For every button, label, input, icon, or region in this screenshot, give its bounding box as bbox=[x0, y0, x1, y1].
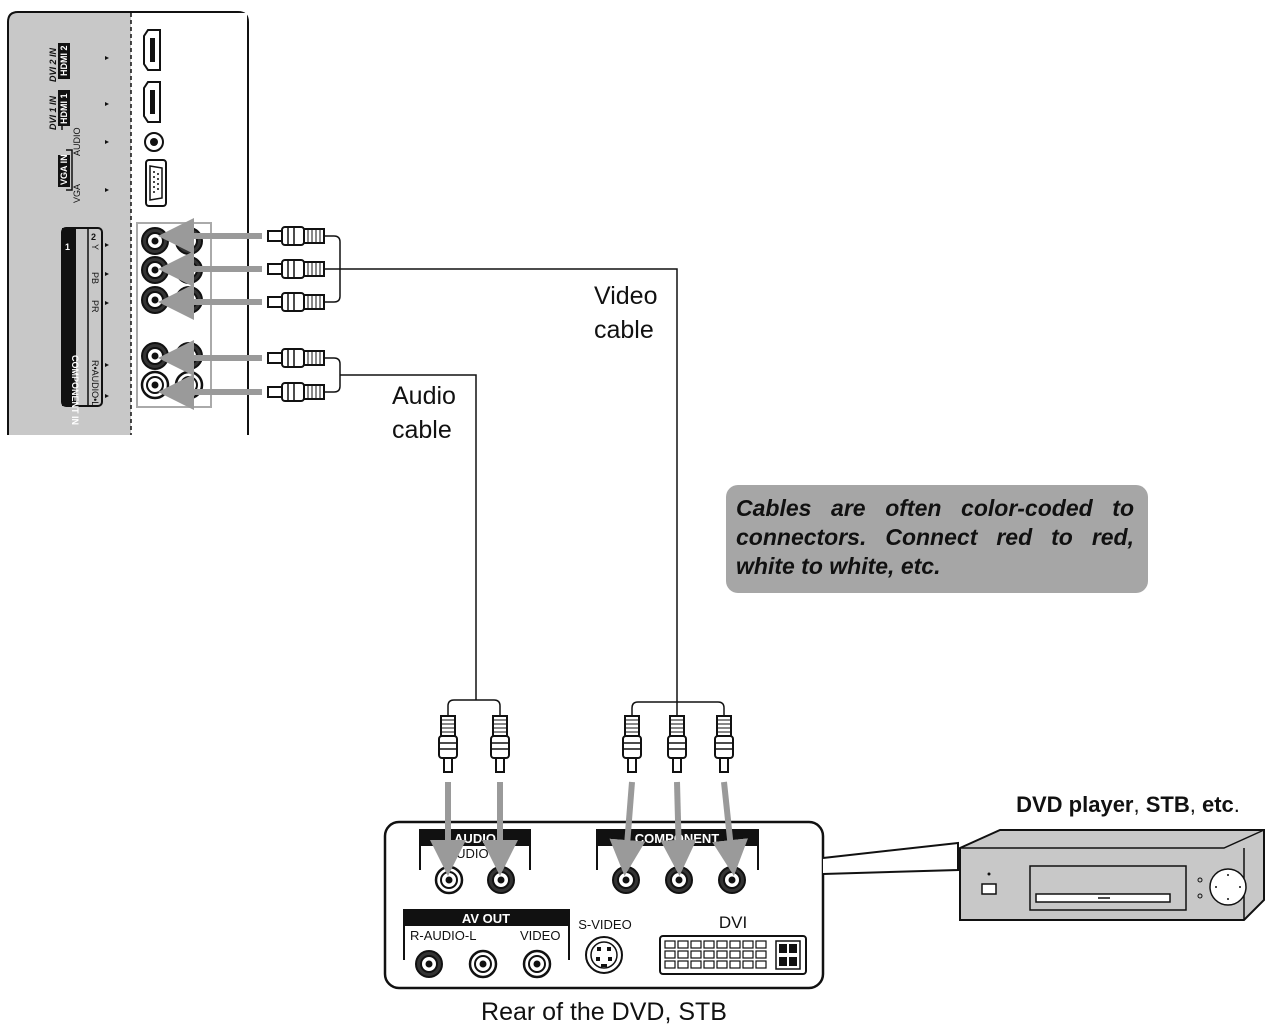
av-out-title: AV OUT bbox=[462, 911, 510, 926]
dvi-pin bbox=[755, 950, 767, 959]
color-coding-note: Cables are often color-coded to connecto… bbox=[726, 485, 1148, 593]
dvi-pin bbox=[677, 950, 689, 959]
dvi2-label: DVI 2 IN bbox=[48, 47, 58, 82]
vga-in-label-box bbox=[58, 155, 70, 187]
hdmi2-label-box bbox=[58, 43, 70, 79]
vga-port bbox=[145, 159, 167, 207]
dvi-pin bbox=[755, 940, 767, 949]
pr-label: PR bbox=[90, 300, 100, 313]
dvi-pin bbox=[677, 940, 689, 949]
dvi-pin bbox=[716, 940, 728, 949]
note-text: Cables are often color-coded to connecto… bbox=[736, 495, 1134, 579]
audio-cable-label-1: Audio bbox=[392, 382, 456, 410]
hdmi1-port bbox=[143, 81, 161, 123]
dvi-pin bbox=[729, 960, 741, 969]
dvi-pin bbox=[716, 960, 728, 969]
r-audio-l-label: R•AUDIO•L bbox=[90, 360, 100, 406]
dvi-pin bbox=[664, 940, 676, 949]
dvi-pin bbox=[755, 960, 767, 969]
rear-panel-caption: Rear of the DVD, STB bbox=[481, 998, 727, 1026]
tv-rear-panel: HDMI 2 DVI 2 IN HDMI 1 DVI 1 IN AUDIO VG… bbox=[7, 11, 249, 435]
vga-label: VGA bbox=[72, 184, 82, 203]
y-label: Y bbox=[90, 244, 100, 250]
dvi-pin bbox=[742, 950, 754, 959]
dvi-pin bbox=[742, 940, 754, 949]
av-out-video: VIDEO bbox=[520, 928, 560, 943]
audio-label: AUDIO bbox=[72, 127, 82, 156]
component-col-1: 1 bbox=[65, 242, 70, 252]
callout-wedge bbox=[822, 841, 959, 875]
dvi-pin bbox=[677, 960, 689, 969]
dvi-label: DVI bbox=[719, 913, 747, 932]
dvi-pin bbox=[690, 960, 702, 969]
hdmi2-label: HDMI 2 bbox=[59, 45, 69, 76]
component-in-label: COMPONENT IN bbox=[70, 355, 80, 425]
audio-block-sub: AUDIO bbox=[447, 846, 488, 861]
device-insert-arrows bbox=[430, 781, 749, 876]
dvi-pin bbox=[690, 940, 702, 949]
dvi-pin bbox=[703, 940, 715, 949]
dvi-pin bbox=[690, 950, 702, 959]
audio-jack-icon bbox=[144, 132, 164, 152]
audio-block-title: AUDIO bbox=[454, 831, 496, 846]
tv-insert-arrows bbox=[158, 218, 262, 410]
hdmi1-label-box bbox=[58, 90, 70, 126]
s-video-label: S-VIDEO bbox=[578, 917, 631, 932]
dvd-player-illustration bbox=[959, 829, 1265, 921]
dvi-pin bbox=[742, 960, 754, 969]
device-side-plugs bbox=[438, 715, 734, 773]
tv-side-plugs bbox=[267, 226, 325, 402]
dvi-pin bbox=[664, 950, 676, 959]
dvi-pins bbox=[664, 940, 767, 969]
dvi-pin bbox=[703, 950, 715, 959]
device-label: DVD player, STB, etc. bbox=[1016, 792, 1240, 817]
dvi-pin bbox=[729, 950, 741, 959]
cable-wires bbox=[324, 235, 725, 718]
vga-in-label: VGA IN bbox=[59, 154, 69, 185]
audio-cable-label-2: cable bbox=[392, 416, 452, 444]
pb-label: PB bbox=[90, 272, 100, 284]
dvi-port bbox=[659, 935, 807, 975]
component-col-2: 2 bbox=[91, 232, 96, 242]
video-cable-label-2: cable bbox=[594, 316, 654, 344]
s-video-port bbox=[585, 936, 623, 974]
hdmi1-label: HDMI 1 bbox=[59, 93, 69, 124]
dvi-pin bbox=[703, 960, 715, 969]
av-out-r-audio-l: R-AUDIO-L bbox=[410, 928, 476, 943]
dvi-pin bbox=[664, 960, 676, 969]
dvi1-label: DVI 1 IN bbox=[48, 95, 58, 130]
hdmi2-port bbox=[143, 29, 161, 71]
dvi-pin bbox=[716, 950, 728, 959]
dvi-pin bbox=[729, 940, 741, 949]
video-cable-label-1: Video bbox=[594, 282, 658, 310]
